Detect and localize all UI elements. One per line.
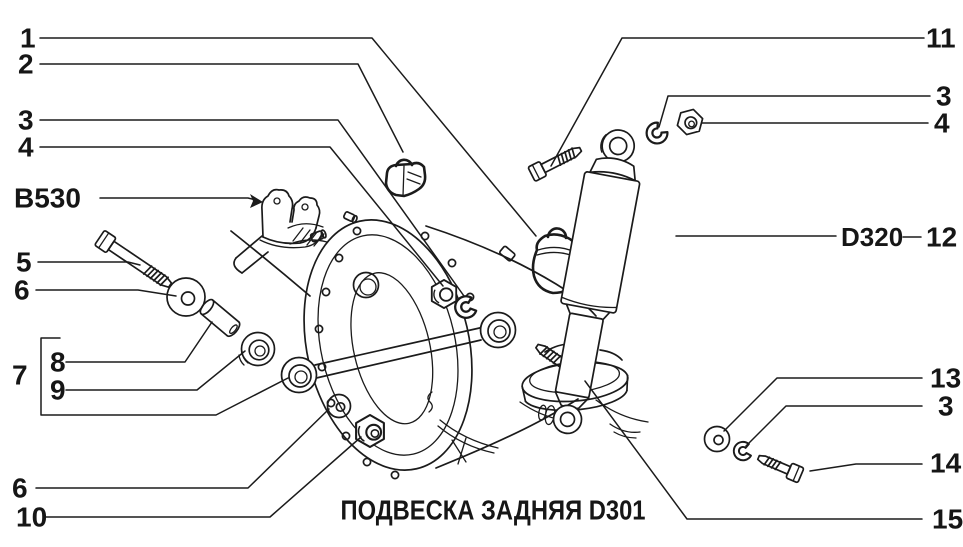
cover-bolt-holes — [314, 226, 475, 480]
top-nut — [676, 108, 704, 136]
spacer-sleeve — [199, 298, 241, 338]
callout-labels: 1 2 3 4 B530 5 6 7 8 9 6 10 11 3 4 D320 … — [12, 23, 963, 535]
leader-3b — [658, 95, 931, 128]
label-b530: B530 — [14, 183, 81, 214]
callout-11: 11 — [926, 23, 956, 54]
lower-snap-washer — [732, 440, 752, 462]
rod-bolt — [94, 230, 173, 289]
rod-nut — [355, 413, 385, 449]
leader-11 — [550, 37, 925, 167]
callout-3b: 3 — [936, 81, 952, 112]
leader-9 — [65, 350, 246, 391]
shock-top-bolt — [527, 146, 583, 182]
leader-15 — [584, 380, 923, 520]
spring-seat — [521, 360, 629, 412]
callout-5: 5 — [16, 247, 32, 278]
leader-lines — [35, 37, 931, 520]
leader-2 — [39, 63, 404, 153]
axle-bracket-b530 — [259, 188, 323, 249]
lower-washer — [703, 425, 731, 453]
callout-3: 3 — [18, 105, 34, 136]
reaction-rod — [280, 311, 517, 394]
center-nut — [430, 279, 458, 309]
callout-10: 10 — [16, 502, 47, 533]
leader-6b — [35, 408, 330, 489]
callout-6: 6 — [14, 275, 30, 306]
buffer-bracket — [384, 158, 427, 198]
leader-6a — [35, 289, 177, 297]
callout-8: 8 — [50, 347, 66, 378]
washer-small — [326, 393, 352, 419]
diagram-caption: ПОДВЕСКА ЗАДНЯЯ D301 — [341, 495, 646, 526]
leader-8 — [65, 321, 213, 363]
leader-10 — [43, 436, 362, 518]
washer-large — [166, 277, 206, 317]
leader-14 — [809, 463, 923, 472]
top-snap-washer — [645, 121, 669, 145]
callout-6b: 6 — [12, 473, 28, 504]
leader-4a — [39, 146, 444, 287]
callout-2: 2 — [18, 49, 34, 80]
callout-3c: 3 — [938, 391, 954, 422]
callout-4: 4 — [18, 132, 34, 163]
center-snap-washer — [454, 295, 478, 319]
callout-1: 1 — [20, 23, 36, 54]
rear-suspension-drawing — [94, 108, 805, 484]
callout-9: 9 — [50, 375, 66, 406]
leader-3a — [39, 119, 465, 297]
leader-b530-arrowhead — [250, 194, 263, 208]
leader-b530 — [99, 197, 257, 201]
label-d320: D320 — [841, 222, 903, 252]
shock-lower-bolt — [756, 454, 805, 484]
callout-7: 7 — [12, 360, 28, 391]
leader-7-bracket — [40, 337, 289, 416]
leader-13 — [723, 377, 923, 432]
callout-12: 12 — [926, 222, 957, 253]
leader-5 — [37, 261, 141, 266]
callout-15: 15 — [932, 504, 963, 535]
leader-1 — [39, 37, 537, 237]
callout-14: 14 — [930, 448, 962, 479]
callout-4b: 4 — [934, 108, 950, 139]
leader-3c — [745, 405, 923, 447]
callout-13: 13 — [930, 363, 961, 394]
rod-bushing — [238, 331, 276, 367]
shock-absorber — [537, 129, 641, 435]
